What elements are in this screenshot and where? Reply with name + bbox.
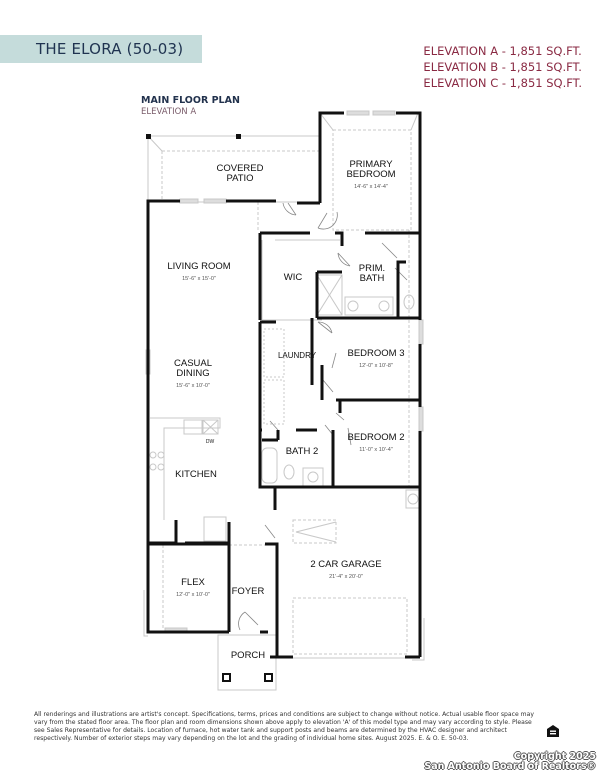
room-wic: WIC (284, 273, 302, 283)
room-name: BEDROOM 3 (347, 348, 405, 359)
copyright-watermark: Copyright 2025 San Antonio Board of Real… (424, 752, 596, 772)
room-name: DINING (176, 368, 210, 379)
room-bedroom-3: BEDROOM 3 12'-0" x 10'-8" (347, 349, 404, 371)
room-dimensions: 11'-0" x 10'-4" (359, 447, 393, 453)
room-dimensions: 12'-0" x 10'-0" (176, 592, 210, 598)
room-name: PRIM. (358, 263, 386, 274)
room-name: CASUAL (173, 358, 213, 369)
room-living-room: LIVING ROOM 15'-6" x 15'-0" (167, 262, 230, 284)
room-porch: PORCH (231, 651, 265, 661)
elevation-list: ELEVATION A - 1,851 SQ.FT. ELEVATION B -… (423, 43, 582, 91)
copyright-line-1: Copyright 2025 (513, 751, 596, 762)
room-foyer: FOYER (232, 587, 265, 597)
dishwasher-label: DW (206, 437, 214, 447)
room-name: WIC (283, 272, 303, 283)
room-flex: FLEX 12'-0" x 10'-0" (176, 578, 210, 600)
room-dimensions: 15'-6" x 15'-0" (182, 276, 216, 282)
room-bedroom-2: BEDROOM 2 11'-0" x 10'-4" (347, 433, 404, 455)
room-primary-bedroom: PRIMARY BEDROOM 14'-6" x 14'-4" (346, 160, 395, 192)
room-name: 2 CAR GARAGE (310, 559, 382, 570)
elevation-b: ELEVATION B - 1,851 SQ.FT. (423, 60, 582, 74)
room-bath-2: BATH 2 (286, 447, 319, 457)
room-name: KITCHEN (175, 469, 217, 480)
room-garage: 2 CAR GARAGE 21'-4" x 20'-0" (310, 560, 381, 582)
room-kitchen: KITCHEN (175, 470, 217, 480)
room-name: BEDROOM 2 (347, 432, 405, 443)
equal-housing-opportunity-icon (547, 725, 559, 737)
room-covered-patio: COVERED PATIO (217, 164, 264, 184)
room-name: LIVING ROOM (167, 261, 231, 272)
room-name: FOYER (231, 586, 265, 597)
room-casual-dining: CASUAL DINING 15'-6" x 10'-0" (174, 359, 212, 391)
room-name: COVERED (216, 163, 264, 174)
room-name: PORCH (230, 650, 266, 661)
room-name: BATH 2 (285, 446, 319, 457)
room-name: PRIMARY (349, 159, 393, 170)
plan-heading: MAIN FLOOR PLAN ELEVATION A (141, 95, 240, 117)
room-name: BATH (359, 273, 385, 284)
model-title-band: THE ELORA (50-03) (0, 35, 202, 63)
room-prim-bath: PRIM. BATH (359, 264, 385, 284)
legal-disclaimer: All renderings and illustrations are art… (34, 711, 534, 742)
room-dimensions: 21'-4" x 20'-0" (329, 574, 363, 580)
model-title: THE ELORA (50-03) (36, 40, 184, 58)
room-name: PATIO (226, 173, 254, 184)
appliance-label: DW (205, 439, 215, 445)
elevation-a: ELEVATION A - 1,851 SQ.FT. (423, 44, 582, 58)
copyright-line-2: San Antonio Board of Realtors® (424, 761, 596, 772)
room-name: FLEX (181, 577, 205, 588)
room-dimensions: 12'-0" x 10'-8" (359, 363, 393, 369)
room-name: LAUNDRY (277, 351, 317, 360)
room-name: BEDROOM (346, 169, 396, 180)
room-laundry: LAUNDRY (278, 351, 316, 361)
room-dimensions: 15'-6" x 10'-0" (176, 383, 210, 389)
room-dimensions: 14'-6" x 14'-4" (354, 184, 388, 190)
elevation-c: ELEVATION C - 1,851 SQ.FT. (423, 76, 582, 90)
plan-subtitle: ELEVATION A (141, 107, 197, 117)
plan-title: MAIN FLOOR PLAN (141, 95, 240, 106)
